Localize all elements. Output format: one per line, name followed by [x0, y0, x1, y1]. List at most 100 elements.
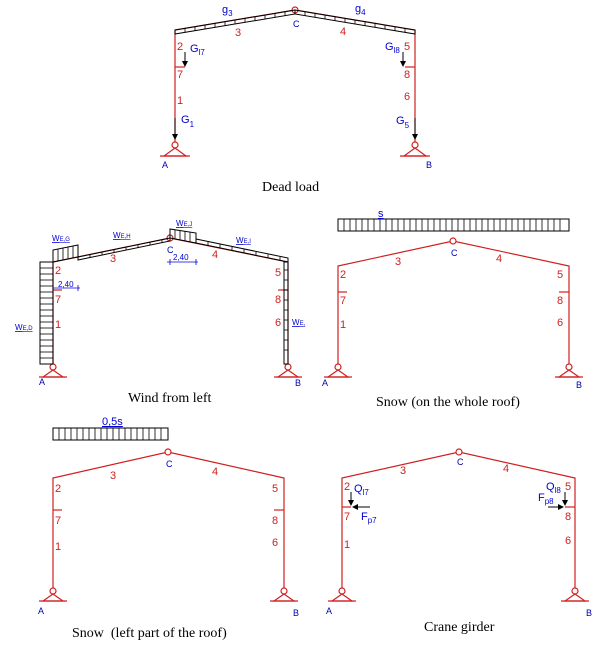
snow-label-s: s [378, 208, 384, 220]
member-7-label: 7 [177, 69, 183, 81]
frame-wind-from-left: 2,40 2,40 2 7 1 3 4 5 8 6 C A B WE,G WE,… [15, 219, 306, 406]
member-7-label: 7 [55, 294, 61, 306]
dimension-label-left: 2,40 [58, 280, 74, 289]
wind-label-we-i: WE,I [236, 236, 251, 245]
frame-snow-left-part: 0,5s 2 7 1 3 4 5 8 6 C A B Snow (left pa… [38, 416, 299, 641]
snow-load-half [52, 427, 169, 441]
member-8-label: 8 [565, 511, 571, 523]
dimension-label-ridge: 2,40 [173, 253, 189, 262]
wind-zone-i [195, 238, 289, 263]
support-a-snow-left [39, 587, 67, 602]
member-2-label: 2 [340, 269, 346, 281]
member-3-label: 3 [110, 253, 116, 265]
member-5-label: 5 [404, 41, 410, 53]
member-7-label: 7 [344, 511, 350, 523]
member-3-label: 3 [235, 27, 241, 39]
member-5-label: 5 [275, 267, 281, 279]
member-1-label: 1 [177, 95, 183, 107]
support-b-wind [274, 363, 302, 378]
load-g4-label: g4 [355, 3, 366, 17]
frame-snow-whole-roof: s 2 7 1 3 4 5 8 6 C A B Snow (on the who… [322, 208, 583, 410]
caption-snow-whole-roof: Snow (on the whole roof) [376, 395, 520, 410]
wind-zone-g [52, 244, 79, 263]
caption-dead-load: Dead load [262, 180, 319, 195]
node-c-label: C [167, 245, 174, 255]
member-5-label: 5 [272, 483, 278, 495]
caption-crane-girder: Crane girder [424, 620, 495, 635]
support-b-crane [561, 587, 589, 602]
member-6-label: 6 [565, 535, 571, 547]
support-a-crane [328, 587, 356, 602]
support-a-snow [324, 363, 352, 378]
member-2-label: 2 [177, 41, 183, 53]
member-1-label: 1 [344, 539, 350, 551]
node-b-label: B [293, 608, 299, 618]
wind-label-we-h: WE,H [113, 231, 131, 240]
member-2-label: 2 [55, 483, 61, 495]
member-7-label: 7 [340, 295, 346, 307]
node-b-label: B [576, 380, 582, 390]
load-g5-label: G5 [396, 115, 410, 130]
snow-load-full [337, 218, 570, 232]
wind-label-we-g: WE,G [52, 234, 70, 243]
snow-label-half-s: 0,5s [102, 416, 123, 428]
member-3-label: 3 [400, 465, 406, 477]
load-gl7-label: Gl7 [190, 43, 205, 57]
wind-pressure-left-wall [39, 261, 54, 365]
wind-label-we-d: WE,D [15, 323, 33, 332]
member-8-label: 8 [272, 515, 278, 527]
member-6-label: 6 [557, 317, 563, 329]
member-7-label: 7 [55, 515, 61, 527]
node-a-label: A [322, 378, 328, 388]
node-c-label: C [451, 248, 458, 258]
member-4-label: 4 [503, 463, 509, 475]
support-b-snow [555, 363, 583, 378]
node-b-label: B [295, 378, 301, 388]
load-g1-label: G1 [181, 114, 195, 129]
support-b-snow-left [270, 587, 298, 602]
node-c-label: C [293, 19, 300, 29]
roof-load-g4 [294, 9, 416, 35]
crane-label-f8: Fp8 [538, 492, 554, 506]
caption-wind-from-left: Wind from left [128, 391, 212, 406]
member-8-label: 8 [557, 295, 563, 307]
node-c-label: C [166, 459, 173, 469]
node-a-label: A [326, 606, 332, 616]
crane-label-f7: Fp7 [361, 511, 377, 525]
support-a-dead [160, 141, 190, 157]
member-4-label: 4 [212, 466, 218, 478]
member-3-label: 3 [110, 470, 116, 482]
member-6-label: 6 [272, 537, 278, 549]
member-8-label: 8 [404, 69, 410, 81]
load-g3-label: g3 [222, 4, 233, 18]
wind-zone-j [169, 228, 197, 244]
member-5-label: 5 [557, 269, 563, 281]
member-4-label: 4 [212, 249, 218, 261]
caption-snow-left-part: Snow (left part of the roof) [72, 626, 227, 641]
support-a-wind [39, 363, 67, 378]
node-b-label: B [586, 608, 592, 618]
member-2-label: 2 [55, 265, 61, 277]
crane-label-q8: Ql8 [546, 481, 561, 495]
wind-label-we-e: WE, [292, 318, 306, 327]
member-6-label: 6 [275, 317, 281, 329]
member-1-label: 1 [55, 541, 61, 553]
member-1-label: 1 [340, 319, 346, 331]
load-gl8-label: Gl8 [385, 41, 400, 55]
node-c-label: C [457, 457, 464, 467]
node-a-label: A [162, 160, 168, 170]
crane-label-q7: Ql7 [354, 483, 369, 497]
member-3-label: 3 [395, 256, 401, 268]
member-2-label: 2 [344, 481, 350, 493]
member-4-label: 4 [340, 26, 346, 38]
wind-zone-h [77, 237, 171, 261]
member-6-label: 6 [404, 91, 410, 103]
member-4-label: 4 [496, 253, 502, 265]
member-8-label: 8 [275, 294, 281, 306]
member-1-label: 1 [55, 319, 61, 331]
frame-dead-load: 2 7 1 3 4 5 8 6 C A B g3 g4 Gl7 Gl8 G1 G… [160, 3, 432, 195]
node-b-label: B [426, 160, 432, 170]
node-a-label: A [38, 606, 44, 616]
wind-label-we-j: WE,J [176, 219, 192, 228]
